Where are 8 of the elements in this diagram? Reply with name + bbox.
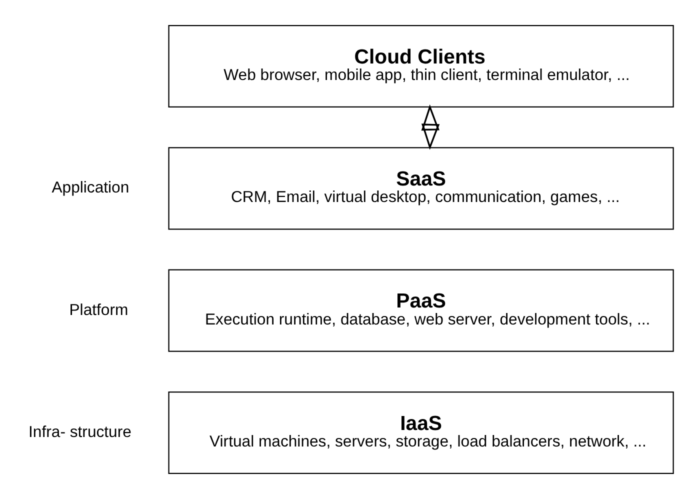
node-box: PaaS Execution runtime, database, web server, development tools, ... (168, 268, 674, 352)
node-label: Platform (69, 301, 128, 318)
node-box: Cloud Clients Web browser, mobile app, thin client, terminal emulator, ... (168, 24, 674, 108)
arrow (421, 104, 440, 150)
node-box: SaaS CRM, Email, virtual desktop, communication, games, ... (168, 146, 674, 230)
node-label: Infra- structure (28, 423, 132, 440)
node-label: Application (52, 179, 130, 196)
node-box: IaaS Virtual machines, servers, storage, load balancers, network, ... (168, 390, 674, 474)
